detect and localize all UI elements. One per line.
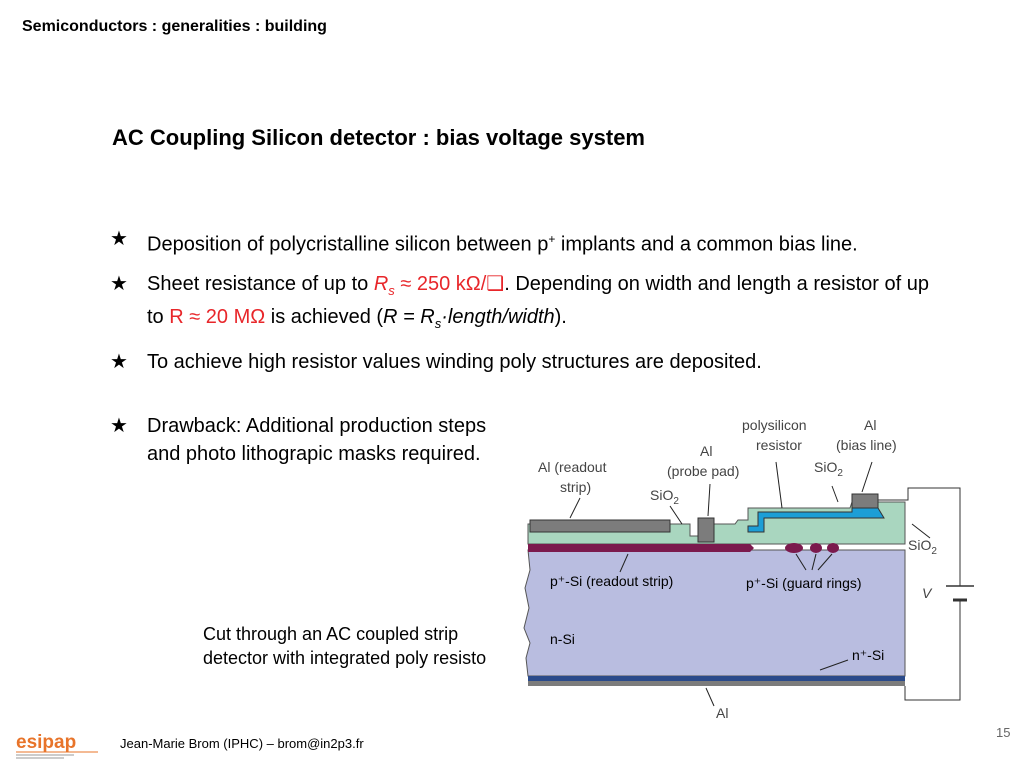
bias-wire [878,487,961,586]
label-bias-line: (bias line) [836,437,897,453]
al-readout-strip [529,519,671,533]
figure-caption: Cut through an AC coupled strip detector… [203,624,487,668]
n-si-bulk [523,549,906,677]
star-icon: ★ [110,350,128,373]
esipap-logo: esipap [16,732,98,759]
pointer-lines [569,461,931,707]
page-number: 15 [996,725,1011,740]
breadcrumb: Semiconductors : generalities : building [22,18,327,35]
label-p-readout: p⁺-Si (readout strip) [550,573,673,589]
guard-ring [810,543,822,553]
label-probe-pad: (probe pad) [667,463,739,479]
detector-cross-section-diagram: Al (readout strip) Al (probe pad) SiO2 p… [523,417,974,721]
guard-ring [785,543,803,553]
label-n-plus: n⁺-Si [852,647,884,663]
al-bias-line [851,493,879,509]
bias-wire [904,600,961,701]
guard-ring [827,543,839,553]
star-icon: ★ [110,228,128,250]
label-al-readout-strip: strip) [560,479,591,495]
label-n-si: n-Si [550,631,575,647]
resistor-value: R ≈ 20 MΩ [169,305,266,328]
star-icon: ★ [110,272,128,295]
drawback-bullet: ★ Drawback: Additional production steps … [110,412,510,468]
slide-title: AC Coupling Silicon detector : bias volt… [112,125,645,150]
label-al-bottom: Al [716,705,728,721]
bullet-item: ★ To achieve high resistor values windin… [110,349,950,376]
label-al-bias: Al [864,417,876,433]
label-al-probe: Al [700,443,712,459]
n-plus-layer [528,676,905,681]
label-al-readout: Al (readout [538,459,607,475]
label-polysilicon: polysilicon [742,417,807,433]
footer-author: Jean-Marie Brom (IPHC) – brom@in2p3.fr [120,736,364,751]
star-icon: ★ [110,415,128,437]
svg-text:esipap: esipap [16,732,76,753]
label-voltage: V [922,585,933,601]
resistance-formula: R = Rs·length/width [383,305,555,331]
al-probe-pad [697,517,715,543]
label-sio2-c: SiO2 [908,537,937,557]
label-sio2-b: SiO2 [814,459,843,479]
label-p-guard: p⁺-Si (guard rings) [746,575,862,591]
p-implant-readout [528,544,754,552]
sheet-resistance-value: Rs ≈ 250 kΩ/❑ [373,272,505,298]
bullet-list: ★ Deposition of polycristalline silicon … [110,226,950,388]
bullet-item: ★ Deposition of polycristalline silicon … [110,228,858,256]
al-backside [528,681,905,686]
label-sio2-a: SiO2 [650,487,679,507]
label-resistor: resistor [756,437,802,453]
bullet-item: ★ Sheet resistance of up to Rs ≈ 250 kΩ/… [110,272,929,331]
